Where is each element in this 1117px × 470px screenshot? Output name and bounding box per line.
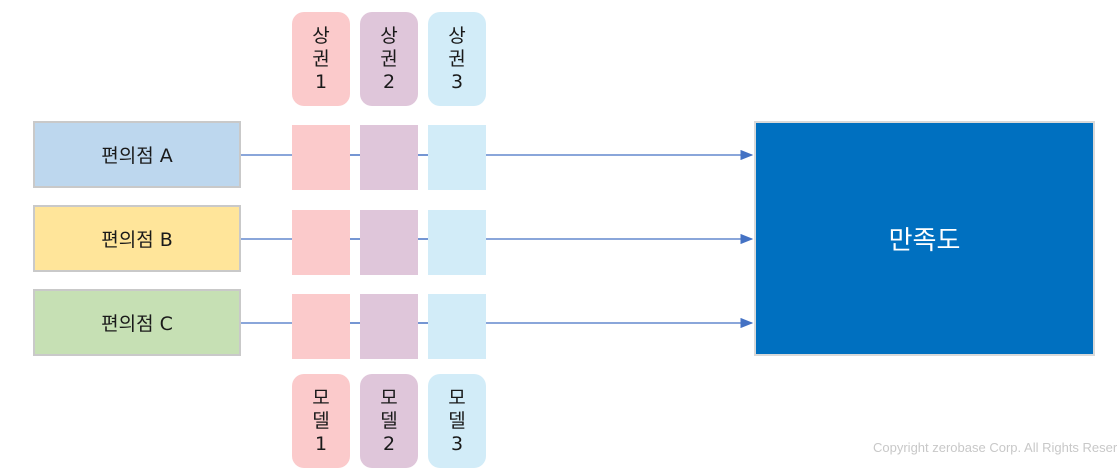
cell-c-area-3 xyxy=(428,294,486,359)
cell-c-area-2 xyxy=(360,294,418,359)
store-b-label: 편의점 B xyxy=(101,229,173,251)
model-2-char-3: 2 xyxy=(382,432,396,455)
cell-a-area-1 xyxy=(292,125,350,190)
store-a-box: 편의점 A xyxy=(33,121,241,188)
area-3-box: 상 권 3 xyxy=(428,12,486,106)
model-1-char-3: 1 xyxy=(314,432,328,455)
model-3-char-3: 3 xyxy=(450,432,464,455)
area-2-char-1: 상 xyxy=(380,24,398,47)
cell-c-area-1 xyxy=(292,294,350,359)
cell-a-area-3 xyxy=(428,125,486,190)
area-3-char-3: 3 xyxy=(450,70,464,93)
area-2-box: 상 권 2 xyxy=(360,12,418,106)
cell-b-area-2 xyxy=(360,210,418,275)
cell-b-area-1 xyxy=(292,210,350,275)
copyright-text: Copyright zerobase Corp. All Rights Rese… xyxy=(873,440,1117,455)
satisfaction-label: 만족도 xyxy=(888,226,961,256)
model-2-box: 모 델 2 xyxy=(360,374,418,468)
model-1-char-2: 델 xyxy=(312,409,330,432)
area-2-char-3: 2 xyxy=(382,70,396,93)
model-2-char-2: 델 xyxy=(380,409,398,432)
store-c-box: 편의점 C xyxy=(33,289,241,356)
store-b-box: 편의점 B xyxy=(33,205,241,272)
area-1-char-3: 1 xyxy=(314,70,328,93)
area-1-box: 상 권 1 xyxy=(292,12,350,106)
satisfaction-box: 만족도 xyxy=(754,121,1095,356)
cell-b-area-3 xyxy=(428,210,486,275)
store-c-label: 편의점 C xyxy=(101,313,173,335)
area-3-char-1: 상 xyxy=(448,24,466,47)
area-1-char-2: 권 xyxy=(312,47,330,70)
model-3-char-1: 모 xyxy=(448,386,466,409)
area-2-char-2: 권 xyxy=(380,47,398,70)
store-a-label: 편의점 A xyxy=(101,145,173,167)
model-3-char-2: 델 xyxy=(448,409,466,432)
model-2-char-1: 모 xyxy=(380,386,398,409)
area-1-char-1: 상 xyxy=(312,24,330,47)
cell-a-area-2 xyxy=(360,125,418,190)
model-1-char-1: 모 xyxy=(312,386,330,409)
model-1-box: 모 델 1 xyxy=(292,374,350,468)
area-3-char-2: 권 xyxy=(448,47,466,70)
model-3-box: 모 델 3 xyxy=(428,374,486,468)
